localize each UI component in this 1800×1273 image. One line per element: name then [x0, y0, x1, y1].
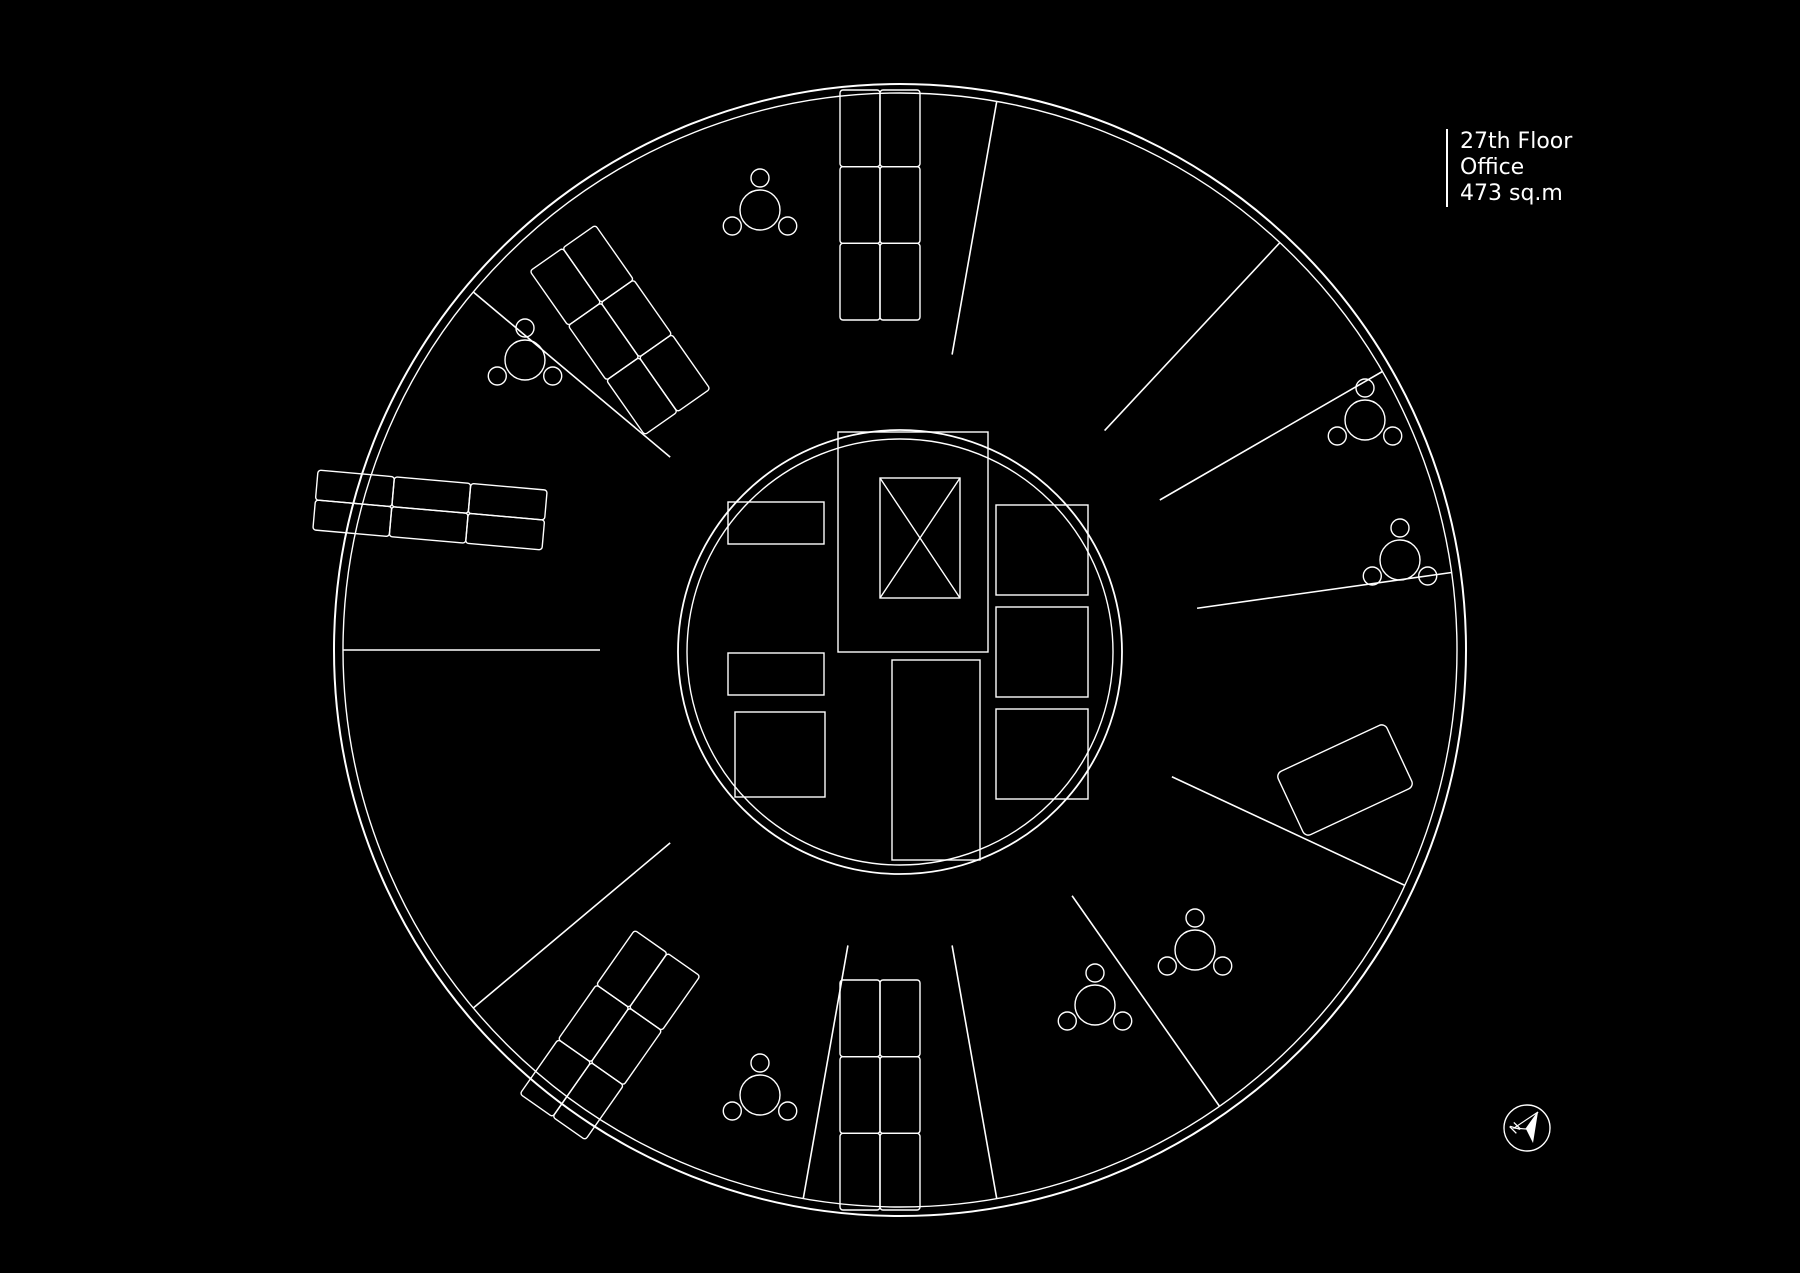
- workstation-clusters: [312, 89, 921, 1211]
- round-table: [1074, 984, 1116, 1026]
- chair: [750, 1053, 770, 1073]
- round-tables: [487, 168, 1438, 1121]
- partition-wall: [1159, 370, 1383, 501]
- partition-wall: [951, 945, 998, 1199]
- chair: [487, 366, 507, 386]
- chair: [1057, 1011, 1077, 1031]
- chair: [1327, 426, 1347, 446]
- chair: [1355, 378, 1375, 398]
- partition-wall: [472, 842, 671, 1009]
- desk-cluster: [530, 225, 710, 435]
- floor-number-label: 27th Floor: [1460, 129, 1573, 154]
- chair: [1213, 956, 1233, 976]
- lift-2: [995, 606, 1089, 698]
- lift-3: [995, 708, 1089, 800]
- chair: [722, 1101, 742, 1121]
- conference-table: [1277, 724, 1413, 836]
- floor-area-label: 473 sq.m: [1460, 181, 1563, 206]
- round-table: [504, 339, 546, 381]
- chair: [543, 366, 563, 386]
- chair: [1418, 566, 1438, 586]
- chair: [1390, 518, 1410, 538]
- stair-shaft: [837, 431, 989, 653]
- shaft-box: [879, 477, 961, 599]
- round-table: [739, 1074, 781, 1116]
- floor-legend: 27th Floor Office 473 sq.m: [1446, 129, 1572, 207]
- round-table: [1344, 399, 1386, 441]
- desk-cluster: [312, 469, 548, 551]
- partition-wall: [802, 945, 849, 1199]
- partition-wall: [1171, 776, 1406, 887]
- desk-cluster: [520, 930, 700, 1140]
- desk-cluster: [839, 89, 921, 321]
- partition-wall: [472, 291, 671, 458]
- north-arrow-icon: N: [1503, 1104, 1551, 1152]
- partition-wall: [1104, 242, 1281, 432]
- partition-wall: [951, 101, 998, 355]
- chair: [1085, 963, 1105, 983]
- partition-wall: [1071, 895, 1221, 1107]
- chair: [515, 318, 535, 338]
- chair: [1362, 566, 1382, 586]
- core-rooms: [727, 431, 1089, 861]
- desk-cluster: [839, 979, 921, 1211]
- washroom-a: [727, 501, 825, 545]
- round-table: [1379, 539, 1421, 581]
- washroom-c: [891, 659, 981, 861]
- chair: [1157, 956, 1177, 976]
- lift-1: [995, 504, 1089, 596]
- round-table: [739, 189, 781, 231]
- floor-use-label: Office: [1460, 155, 1525, 180]
- chair: [1383, 426, 1403, 446]
- lift-4: [734, 711, 826, 798]
- partition-wall: [1196, 571, 1452, 610]
- washroom-b: [727, 652, 825, 696]
- chair: [722, 216, 742, 236]
- chair: [1185, 908, 1205, 928]
- chair: [750, 168, 770, 188]
- chair: [778, 1101, 798, 1121]
- chair: [1113, 1011, 1133, 1031]
- radial-walls: [343, 101, 1452, 1199]
- outer-facade-ring: [333, 83, 1467, 1217]
- chair: [778, 216, 798, 236]
- round-table: [1174, 929, 1216, 971]
- core-outline: [677, 429, 1123, 875]
- core-inner-outline: [686, 438, 1114, 866]
